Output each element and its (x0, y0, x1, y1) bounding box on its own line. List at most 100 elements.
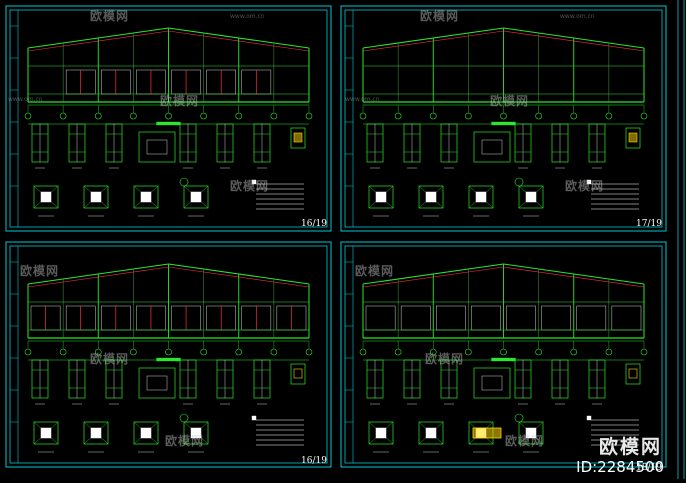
footer-id-text: ID:2284500 (576, 458, 664, 476)
elevation-wall-panel (471, 305, 501, 331)
watermark-brand: 欧模网 (160, 94, 200, 108)
grid-axis-bubble (305, 112, 313, 120)
base-plate-detail (518, 421, 544, 445)
grid-axis-bubble (535, 348, 542, 356)
detail-inner-plate (481, 375, 503, 391)
grid-axis-bubble (429, 112, 437, 120)
detail-inner-plate (481, 139, 503, 155)
base-plate-detail (33, 185, 59, 209)
detail-plate (473, 131, 511, 163)
detail-highlight (293, 132, 303, 143)
base-plate-core (190, 427, 202, 439)
grid-axis-bubble (535, 112, 542, 120)
watermark-brand: 欧模网 (90, 9, 130, 23)
base-plate-detail (368, 421, 394, 445)
footer-brand-logo: 欧模网 (598, 436, 662, 458)
grid-axis-bubble (59, 348, 67, 356)
base-plate-core (90, 191, 102, 203)
sheet-frame (340, 241, 667, 468)
grid-axis-bubble (270, 112, 278, 120)
grid-axis-bubble (640, 112, 648, 120)
base-plate-detail (83, 421, 109, 445)
base-plate-core (525, 427, 537, 439)
detail-highlight (472, 427, 502, 439)
grid-axis-bubble (165, 112, 172, 120)
grid-axis-bubble (465, 348, 472, 356)
watermark-url: www.om.cn (345, 96, 380, 103)
base-plate-detail (518, 185, 544, 209)
detail-highlight (628, 368, 638, 379)
drawing-caption-mark (156, 357, 181, 362)
elevation-wall-panel (576, 305, 607, 331)
watermark-brand: 欧模网 (505, 434, 545, 448)
base-plate-detail (418, 185, 444, 209)
base-plate-detail (183, 185, 209, 209)
grid-axis-bubble (500, 112, 507, 120)
sheet-frame (5, 241, 332, 468)
watermark-brand: 欧模网 (420, 9, 460, 23)
watermark-brand: 欧模网 (355, 264, 395, 278)
base-plate-core (375, 427, 387, 439)
detail-callout-circle (514, 413, 524, 423)
detail-highlight (628, 132, 638, 143)
grid-axis-bubble (394, 348, 402, 356)
base-plate-detail (418, 421, 444, 445)
grid-axis-bubble (235, 112, 243, 120)
base-plate-core (375, 191, 387, 203)
sheet-inner-frame (344, 245, 663, 464)
base-plate-detail (133, 421, 159, 445)
watermark-brand: 欧模网 (425, 352, 465, 366)
detail-plate (138, 131, 176, 163)
grid-axis-bubble (235, 348, 243, 356)
grid-axis-bubble (640, 348, 648, 356)
drawing-caption-mark (491, 121, 516, 126)
elevation-wall-panel (365, 305, 396, 331)
base-plate-core (140, 427, 152, 439)
sheet-inner-frame (9, 9, 328, 228)
elevation-wall-panel (436, 305, 466, 331)
base-plate-detail (468, 185, 494, 209)
base-plate-core (190, 191, 202, 203)
grid-axis-bubble (465, 112, 472, 120)
drawing-caption-mark (491, 357, 516, 362)
grid-axis-bubble (605, 348, 613, 356)
watermark-brand: 欧模网 (165, 434, 205, 448)
watermark-brand: 欧模网 (20, 264, 60, 278)
detail-section (290, 127, 306, 149)
elevation-wall-panel (541, 305, 571, 331)
elevation-wall-panel (611, 305, 642, 331)
grid-axis-bubble (94, 112, 102, 120)
notes-bullet (251, 179, 257, 185)
watermark-url: www.om.cn (8, 96, 43, 103)
grid-axis-bubble (270, 348, 278, 356)
sheet-number-3: 16/19 (301, 456, 327, 466)
grid-axis-bubble (359, 112, 367, 120)
grid-axis-bubble (59, 112, 67, 120)
notes-bullet (586, 179, 592, 185)
watermark-brand: 欧模网 (490, 94, 530, 108)
grid-axis-bubble (570, 112, 578, 120)
base-plate-core (140, 191, 152, 203)
base-plate-core (425, 427, 437, 439)
grid-axis-bubble (359, 348, 367, 356)
base-plate-core (475, 191, 487, 203)
grid-axis-bubble (305, 348, 313, 356)
sheet-number-2: 17/19 (636, 219, 662, 229)
detail-plate (138, 367, 176, 399)
sheet-inner-frame (344, 9, 663, 228)
grid-axis-bubble (165, 348, 172, 356)
grid-axis-bubble (24, 348, 32, 356)
detail-section (290, 363, 306, 385)
sheet-number-4: 18/19 (636, 463, 662, 473)
grid-axis-bubble (24, 112, 32, 120)
base-plate-core (40, 191, 52, 203)
detail-inner-plate (146, 375, 168, 391)
grid-axis-bubble (200, 112, 207, 120)
elevation-wall-panel (400, 305, 431, 331)
base-plate-detail (183, 421, 209, 445)
base-plate-core (425, 191, 437, 203)
sheet-inner-frame (9, 245, 328, 464)
notes-bullet (251, 415, 257, 421)
